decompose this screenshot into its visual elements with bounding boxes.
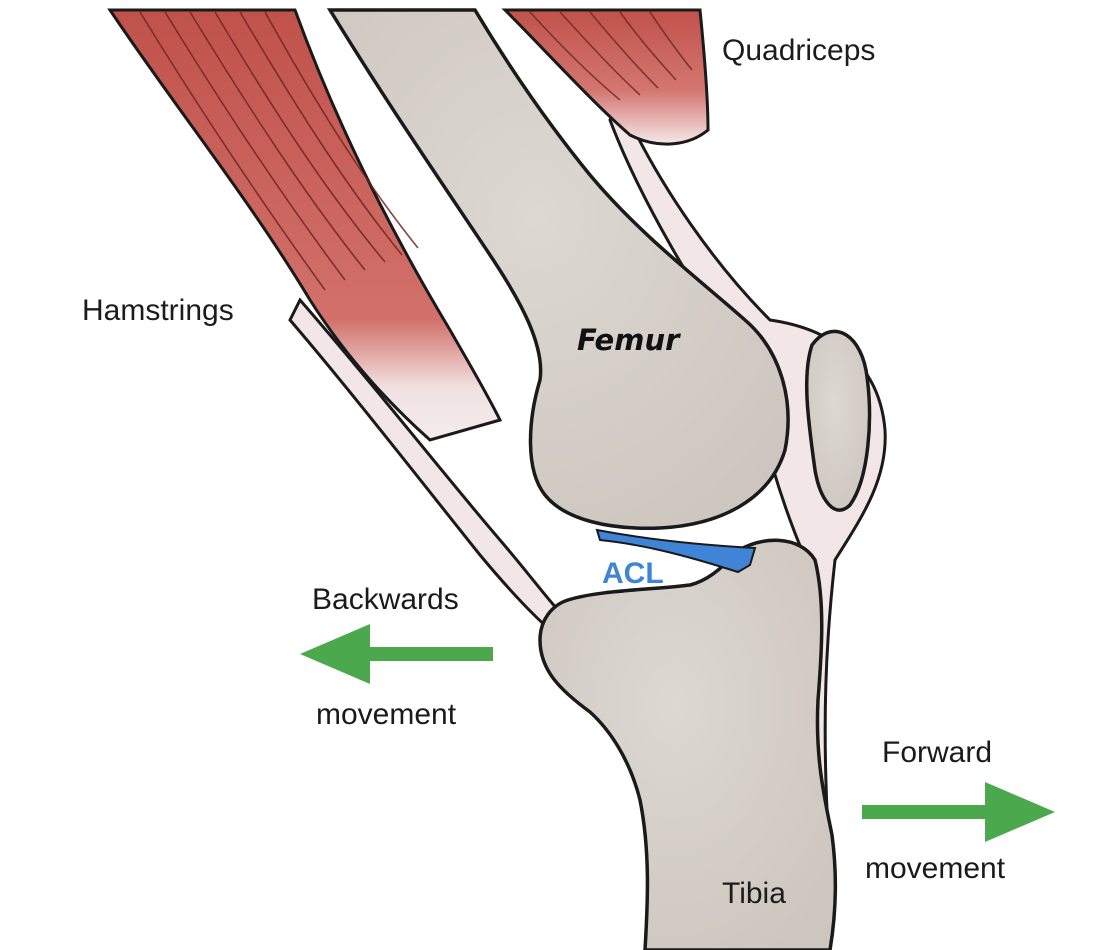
backwards-movement-label: movement (316, 698, 457, 731)
quadriceps-fibers (529, 11, 693, 101)
backwards-arrow-icon (300, 624, 493, 684)
acl-ligament (595, 528, 757, 574)
femur-label: Femur (577, 323, 681, 357)
quadriceps-muscle (501, 8, 710, 146)
forward-arrow-icon (862, 782, 1055, 842)
acl-label: ACL (602, 557, 664, 590)
patella (804, 329, 872, 512)
hamstrings-label: Hamstrings (82, 294, 234, 327)
tibia-bone (538, 538, 838, 950)
quadriceps-label: Quadriceps (722, 34, 875, 67)
tibia-label: Tibia (722, 877, 786, 910)
femur-bone (326, 8, 790, 530)
forward-movement-label: movement (865, 852, 1006, 885)
hamstrings-fibers (139, 11, 419, 291)
backwards-label: Backwards (312, 583, 459, 616)
forward-label: Forward (882, 736, 992, 769)
